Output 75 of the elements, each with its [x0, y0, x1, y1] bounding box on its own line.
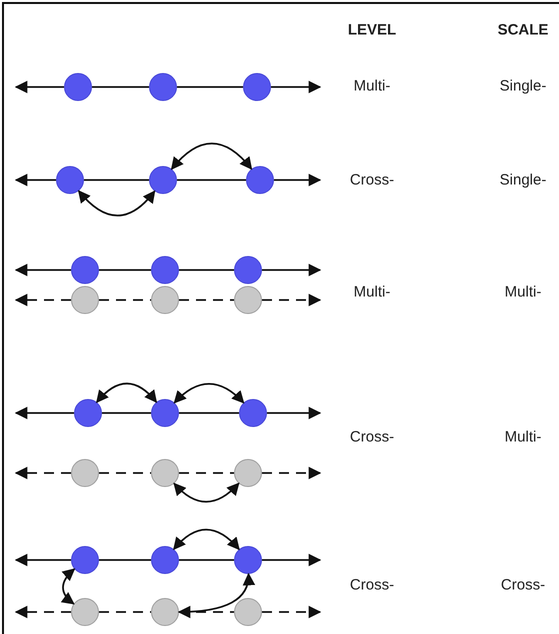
- connector-line: [84, 179, 149, 181]
- circle-node: [151, 256, 179, 284]
- connector-line: [179, 412, 239, 414]
- axis-arrow: [271, 80, 322, 94]
- axis-arrow: [14, 294, 71, 306]
- circle-node: [234, 546, 262, 574]
- secondary-circle-node: [71, 286, 99, 314]
- connector-line: [179, 269, 234, 271]
- connector-line: [99, 611, 151, 613]
- column-header: LEVEL: [348, 22, 396, 38]
- connector-line: [179, 299, 234, 301]
- axis-arrow: [14, 406, 74, 420]
- secondary-circle-node: [151, 598, 179, 626]
- connector-line: [99, 472, 151, 474]
- connector-line: [99, 299, 151, 301]
- axis-arrow: [14, 466, 71, 480]
- category-label: Cross-: [350, 576, 394, 594]
- circle-node: [74, 399, 102, 427]
- circle-node: [243, 73, 271, 101]
- circle-node: [71, 546, 99, 574]
- category-label: Single-: [500, 172, 546, 188]
- axis-arrow: [262, 466, 322, 480]
- curved-arrow: [173, 528, 240, 550]
- secondary-circle-node: [151, 286, 179, 314]
- circle-node: [56, 166, 84, 194]
- category-label: Single-: [500, 78, 546, 94]
- circle-node: [246, 166, 274, 194]
- axis-arrow: [267, 406, 322, 420]
- secondary-circle-node: [151, 459, 179, 487]
- axis-arrow: [14, 554, 71, 566]
- axis-arrow: [274, 174, 322, 186]
- connector-line: [99, 269, 151, 271]
- category-label: Cross-: [350, 428, 394, 446]
- circle-node: [149, 73, 177, 101]
- axis-arrow: [14, 606, 71, 618]
- category-label: Cross-: [350, 172, 394, 188]
- circle-node: [239, 399, 267, 427]
- secondary-circle-node: [71, 598, 99, 626]
- secondary-circle-node: [234, 598, 262, 626]
- circle-node: [149, 166, 177, 194]
- connector-line: [179, 472, 234, 474]
- axis-arrow: [262, 554, 322, 566]
- connector-line: [177, 179, 246, 181]
- circle-node: [151, 546, 179, 574]
- circle-node: [71, 256, 99, 284]
- connector-line: [92, 86, 149, 88]
- axis-arrow: [14, 80, 64, 94]
- secondary-circle-node: [234, 459, 262, 487]
- curved-arrow: [173, 482, 240, 503]
- connector-line: [102, 412, 151, 414]
- column-header: SCALE: [498, 22, 548, 38]
- axis-arrow: [262, 264, 322, 276]
- axis-arrow: [14, 264, 71, 276]
- category-label: Multi-: [504, 284, 542, 300]
- axis-arrow: [262, 606, 322, 618]
- connector-line: [179, 559, 234, 561]
- curved-arrow: [170, 142, 252, 170]
- secondary-circle-node: [234, 286, 262, 314]
- category-label: Multi-: [354, 284, 390, 300]
- axis-arrow: [14, 174, 56, 186]
- circle-node: [151, 399, 179, 427]
- curved-arrow: [60, 568, 76, 605]
- secondary-circle-node: [71, 459, 99, 487]
- connector-line: [99, 559, 151, 561]
- category-label: Multi-: [504, 428, 542, 446]
- curved-arrow: [96, 382, 158, 404]
- curved-arrow: [78, 190, 156, 216]
- circle-node: [64, 73, 92, 101]
- curved-arrow: [174, 382, 244, 404]
- category-label: Cross-: [500, 576, 546, 594]
- circle-node: [234, 256, 262, 284]
- axis-arrow: [262, 294, 322, 306]
- connector-line: [177, 86, 243, 88]
- category-label: Multi-: [354, 78, 390, 94]
- curved-arrow: [178, 572, 254, 618]
